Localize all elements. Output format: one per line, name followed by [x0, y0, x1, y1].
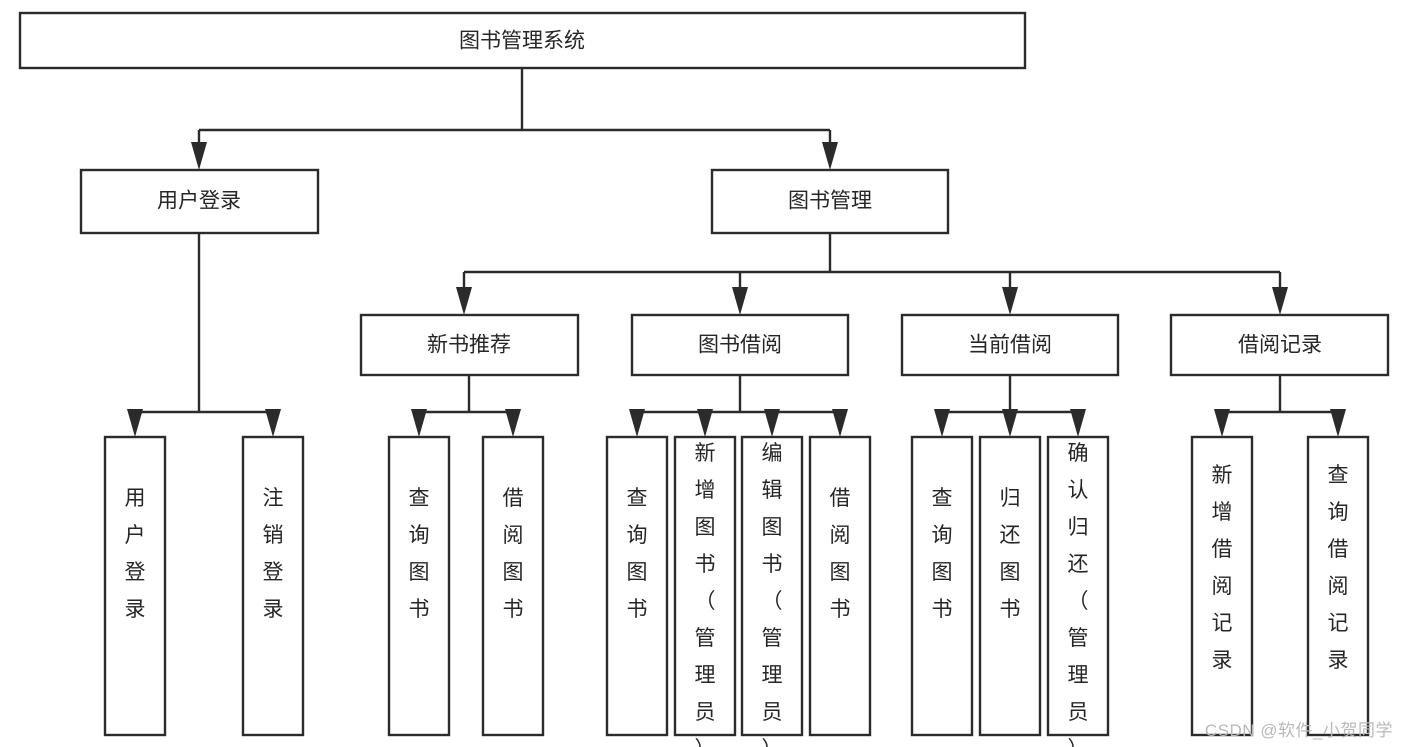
node-leaf-add-book-box[interactable]: [673, 435, 737, 737]
node-leaf-user-login-label: 用户登录: [125, 487, 146, 621]
connector-group-current-borrow: [934, 375, 1086, 437]
arrow-head-leaf-return-book: [1002, 409, 1018, 437]
arrow-head-leaf-query-book-1: [411, 409, 427, 437]
node-leaf-add-book[interactable]: 新增图书（管理员）: [673, 435, 737, 747]
node-leaf-confirm-return[interactable]: 确认归还（管理员）: [1046, 435, 1110, 747]
node-new-book-rec-label: 新书推荐: [427, 334, 511, 357]
arrow-head-leaf-borrow-book-1: [505, 409, 521, 437]
node-borrow-record-box[interactable]: [1169, 313, 1390, 377]
arrow-head-borrow-record: [1272, 287, 1288, 315]
node-current-borrow-label: 当前借阅: [968, 334, 1052, 357]
arrow-head-leaf-edit-book: [764, 409, 780, 437]
node-leaf-add-record[interactable]: 新增借阅记录: [1190, 435, 1254, 737]
node-root-box[interactable]: [18, 11, 1027, 70]
node-leaf-confirm-return-label: 确认归还（管理员）: [1068, 442, 1089, 747]
node-leaf-logout-box[interactable]: [241, 435, 305, 737]
node-leaf-query-book-2-label: 查询图书: [627, 487, 648, 621]
node-leaf-query-book-1[interactable]: 查询图书: [387, 435, 451, 737]
node-leaf-borrow-book-1-label: 借阅图书: [503, 487, 524, 621]
connector-group-borrow-record: [1214, 375, 1346, 437]
arrow-head-leaf-add-book: [697, 409, 713, 437]
node-leaf-query-book-3[interactable]: 查询图书: [910, 435, 974, 737]
node-borrow-record[interactable]: 借阅记录: [1169, 313, 1390, 377]
arrow-head-user-login: [191, 142, 207, 170]
arrow-head-leaf-borrow-book-2: [832, 409, 848, 437]
node-leaf-borrow-book-2-box[interactable]: [808, 435, 872, 737]
node-book-borrow[interactable]: 图书借阅: [630, 313, 850, 377]
arrow-head-book-borrow: [732, 287, 748, 315]
arrow-head-leaf-add-record: [1214, 409, 1230, 437]
arrow-head-book-manage: [822, 142, 838, 170]
arrow-head-leaf-query-book-3: [934, 409, 950, 437]
arrow-head-leaf-logout: [265, 409, 281, 437]
node-leaf-query-book-1-label: 查询图书: [409, 487, 430, 621]
connector-group-new-book-rec: [411, 375, 521, 437]
node-leaf-query-book-3-label: 查询图书: [932, 487, 953, 621]
connector-group-user-login: [127, 233, 281, 437]
node-leaf-logout-label: 注销登录: [263, 487, 284, 621]
node-leaf-edit-book[interactable]: 编辑图书（管理员）: [740, 435, 804, 747]
node-leaf-query-book-2[interactable]: 查询图书: [605, 435, 669, 737]
node-leaf-borrow-book-1[interactable]: 借阅图书: [481, 435, 545, 737]
node-root[interactable]: 图书管理系统: [18, 11, 1027, 70]
node-book-manage-label: 图书管理: [788, 190, 872, 213]
node-leaf-user-login[interactable]: 用户登录: [103, 435, 167, 737]
node-book-borrow-box[interactable]: [630, 313, 850, 377]
connector-group-book-borrow: [629, 375, 848, 437]
node-leaf-logout[interactable]: 注销登录: [241, 435, 305, 737]
node-leaf-query-book-2-box[interactable]: [605, 435, 669, 737]
node-book-manage[interactable]: 图书管理: [710, 168, 950, 235]
node-new-book-rec-box[interactable]: [359, 313, 580, 377]
node-leaf-user-login-box[interactable]: [103, 435, 167, 737]
node-root-label: 图书管理系统: [459, 30, 585, 53]
node-borrow-record-label: 借阅记录: [1238, 334, 1322, 357]
node-leaf-query-book-1-box[interactable]: [387, 435, 451, 737]
node-leaf-add-record-label: 新增借阅记录: [1212, 464, 1233, 672]
node-current-borrow-box[interactable]: [900, 313, 1120, 377]
connector-group-root: [191, 68, 838, 170]
node-leaf-query-book-3-box[interactable]: [910, 435, 974, 737]
node-leaf-add-book-label: 新增图书（管理员）: [695, 442, 716, 747]
node-leaf-add-record-box[interactable]: [1190, 435, 1254, 737]
arrow-head-new-book-rec: [456, 287, 472, 315]
node-new-book-rec[interactable]: 新书推荐: [359, 313, 580, 377]
arrow-head-leaf-confirm-return: [1070, 409, 1086, 437]
node-leaf-borrow-book-2-label: 借阅图书: [830, 487, 851, 621]
arrow-head-leaf-user-login: [127, 409, 143, 437]
node-leaf-return-book-label: 归还图书: [1000, 487, 1021, 621]
node-leaf-borrow-book-2[interactable]: 借阅图书: [808, 435, 872, 737]
node-book-borrow-label: 图书借阅: [698, 334, 782, 357]
connector-group-book-manage: [456, 233, 1288, 315]
node-leaf-edit-book-box[interactable]: [740, 435, 804, 737]
arrow-head-leaf-query-record: [1330, 409, 1346, 437]
node-leaf-query-record-label: 查询借阅记录: [1328, 464, 1349, 672]
node-leaf-edit-book-label: 编辑图书（管理员）: [762, 442, 783, 747]
node-leaf-query-record-box[interactable]: [1306, 435, 1370, 737]
node-leaf-borrow-book-1-box[interactable]: [481, 435, 545, 737]
node-book-manage-box[interactable]: [710, 168, 950, 235]
node-leaf-return-book-box[interactable]: [978, 435, 1042, 737]
node-leaf-return-book[interactable]: 归还图书: [978, 435, 1042, 737]
node-user-login-box[interactable]: [79, 168, 320, 235]
arrow-head-leaf-query-book-2: [629, 409, 645, 437]
node-current-borrow[interactable]: 当前借阅: [900, 313, 1120, 377]
node-user-login-label: 用户登录: [157, 190, 241, 213]
arrow-head-current-borrow: [1002, 287, 1018, 315]
node-leaf-confirm-return-box[interactable]: [1046, 435, 1110, 737]
node-user-login[interactable]: 用户登录: [79, 168, 320, 235]
node-leaf-query-record[interactable]: 查询借阅记录: [1306, 435, 1370, 737]
